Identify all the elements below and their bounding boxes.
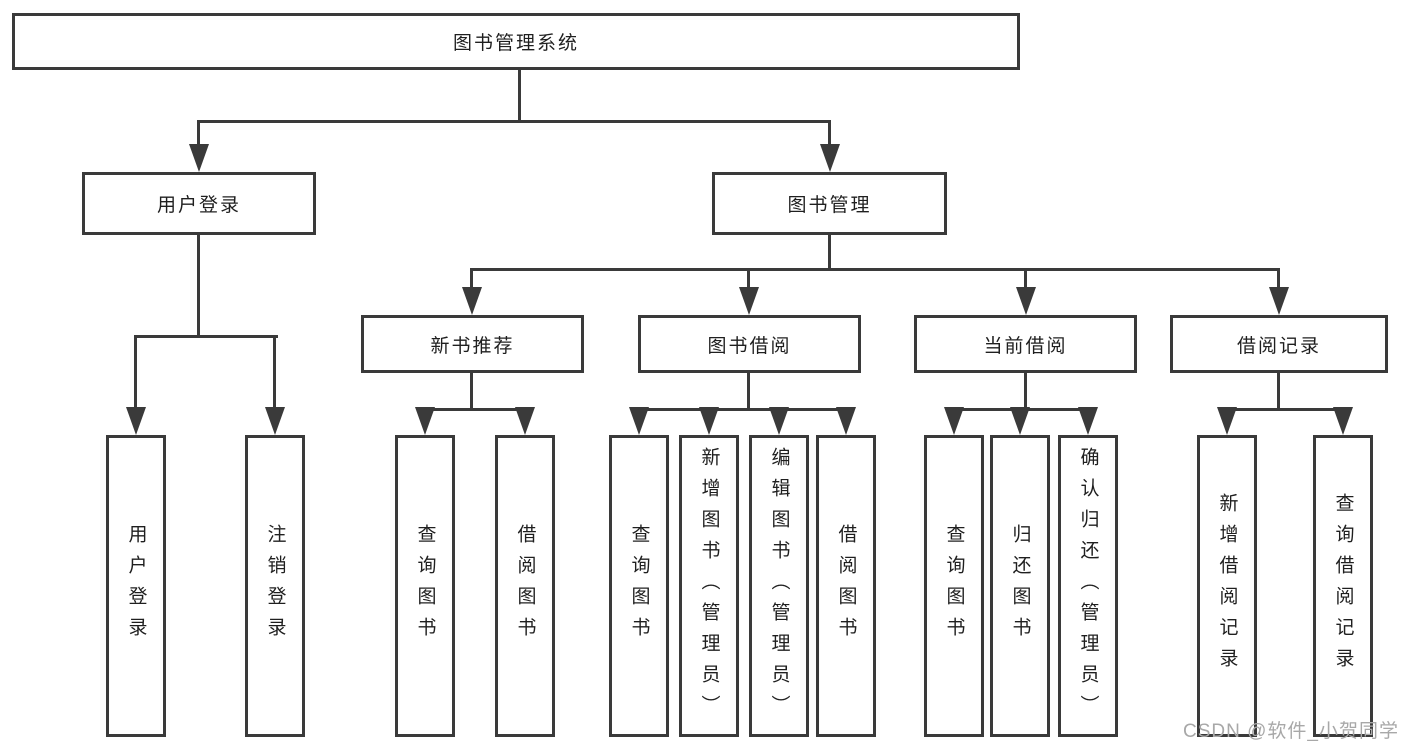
node-current-borrowing: 当前借阅 (914, 315, 1137, 373)
connector-borrowing-records-bus (1225, 408, 1345, 411)
node-logout-label: 注销登录 (264, 524, 286, 648)
node-borrow-books-label: 借阅图书 (835, 524, 857, 648)
arrowhead-borrowing-records (1269, 287, 1289, 315)
node-query-books-borrow-label: 查询图书 (628, 524, 650, 648)
arrowhead-user-login-leaf (126, 407, 146, 435)
node-query-books-recommend: 查询图书 (395, 435, 455, 737)
arrowhead-add-borrow-record (1217, 407, 1237, 435)
node-book-borrowing: 图书借阅 (638, 315, 861, 373)
node-add-borrow-record-label: 新增借阅记录 (1216, 493, 1238, 679)
node-borrowing-records: 借阅记录 (1170, 315, 1388, 373)
connector-book-borrowing-bus (637, 408, 849, 411)
connector-current-borrowing-trunk (1024, 373, 1027, 411)
node-current-borrowing-label: 当前借阅 (983, 335, 1068, 357)
arrowhead-return-book (1010, 407, 1030, 435)
node-query-borrow-record-label: 查询借阅记录 (1332, 493, 1354, 679)
node-user-login-leaf: 用户登录 (106, 435, 166, 737)
node-add-book-admin: 新增图书（管理员） (679, 435, 739, 737)
node-user-login: 用户登录 (82, 172, 316, 235)
arrowhead-query-books-borrow (629, 407, 649, 435)
arrowhead-borrow-books (836, 407, 856, 435)
connector-drop-user-login-leaf (134, 335, 137, 409)
node-logout: 注销登录 (245, 435, 305, 737)
connector-book-management-trunk (828, 235, 831, 268)
node-edit-book-admin: 编辑图书（管理员） (749, 435, 809, 737)
arrowhead-current-borrowing (1016, 287, 1036, 315)
node-root: 图书管理系统 (12, 13, 1020, 70)
arrowhead-book-management (820, 144, 840, 172)
connector-root-trunk (518, 70, 521, 120)
node-borrow-books-recommend: 借阅图书 (495, 435, 555, 737)
node-query-books-borrow: 查询图书 (609, 435, 669, 737)
connector-drop-book-management (828, 120, 831, 146)
node-new-book-recommendation: 新书推荐 (361, 315, 584, 373)
connector-user-login-bus (134, 335, 278, 338)
node-book-management-label: 图书管理 (787, 195, 872, 216)
arrowhead-query-books-recommend (415, 407, 435, 435)
connector-book-management-bus (470, 268, 1280, 271)
node-query-books-recommend-label: 查询图书 (414, 524, 436, 648)
node-user-login-label: 用户登录 (156, 195, 241, 216)
connector-user-login-trunk (197, 235, 200, 335)
node-confirm-return-admin: 确认归还（管理员） (1058, 435, 1118, 737)
node-confirm-return-admin-label: 确认归还（管理员） (1077, 446, 1099, 726)
node-book-borrowing-label: 图书借阅 (707, 335, 792, 357)
connector-new-book-bus (423, 408, 527, 411)
arrowhead-query-books-current (944, 407, 964, 435)
arrowhead-edit-book-admin (769, 407, 789, 435)
node-return-book-label: 归还图书 (1009, 524, 1031, 648)
node-new-book-recommendation-label: 新书推荐 (430, 335, 515, 357)
arrowhead-confirm-return-admin (1078, 407, 1098, 435)
node-root-label: 图书管理系统 (452, 33, 579, 54)
connector-borrowing-records-trunk (1277, 373, 1280, 411)
watermark: CSDN @软件_小贺同学 (1183, 721, 1399, 742)
arrowhead-borrow-books-recommend (515, 407, 535, 435)
connector-drop-new-book (470, 268, 473, 289)
node-borrowing-records-label: 借阅记录 (1236, 335, 1321, 357)
arrowhead-new-book (462, 287, 482, 315)
connector-drop-borrowing-records (1277, 268, 1280, 289)
node-return-book: 归还图书 (990, 435, 1050, 737)
connector-drop-book-borrowing (747, 268, 750, 289)
node-edit-book-admin-label: 编辑图书（管理员） (768, 446, 790, 726)
arrowhead-user-login (189, 144, 209, 172)
connector-drop-current-borrowing (1024, 268, 1027, 289)
node-borrow-books-recommend-label: 借阅图书 (514, 524, 536, 648)
connector-new-book-trunk (470, 373, 473, 411)
connector-book-borrowing-trunk (747, 373, 750, 411)
node-add-borrow-record: 新增借阅记录 (1197, 435, 1257, 737)
node-add-book-admin-label: 新增图书（管理员） (698, 446, 720, 726)
node-query-borrow-record: 查询借阅记录 (1313, 435, 1373, 737)
node-user-login-leaf-label: 用户登录 (125, 524, 147, 648)
arrowhead-logout (265, 407, 285, 435)
arrowhead-query-borrow-record (1333, 407, 1353, 435)
node-query-books-current: 查询图书 (924, 435, 984, 737)
node-book-management: 图书管理 (712, 172, 947, 235)
node-query-books-current-label: 查询图书 (943, 524, 965, 648)
connector-root-bus (197, 120, 831, 123)
node-borrow-books: 借阅图书 (816, 435, 876, 737)
arrowhead-add-book-admin (699, 407, 719, 435)
connector-drop-logout (273, 335, 276, 409)
connector-drop-user-login (197, 120, 200, 146)
arrowhead-book-borrowing (739, 287, 759, 315)
